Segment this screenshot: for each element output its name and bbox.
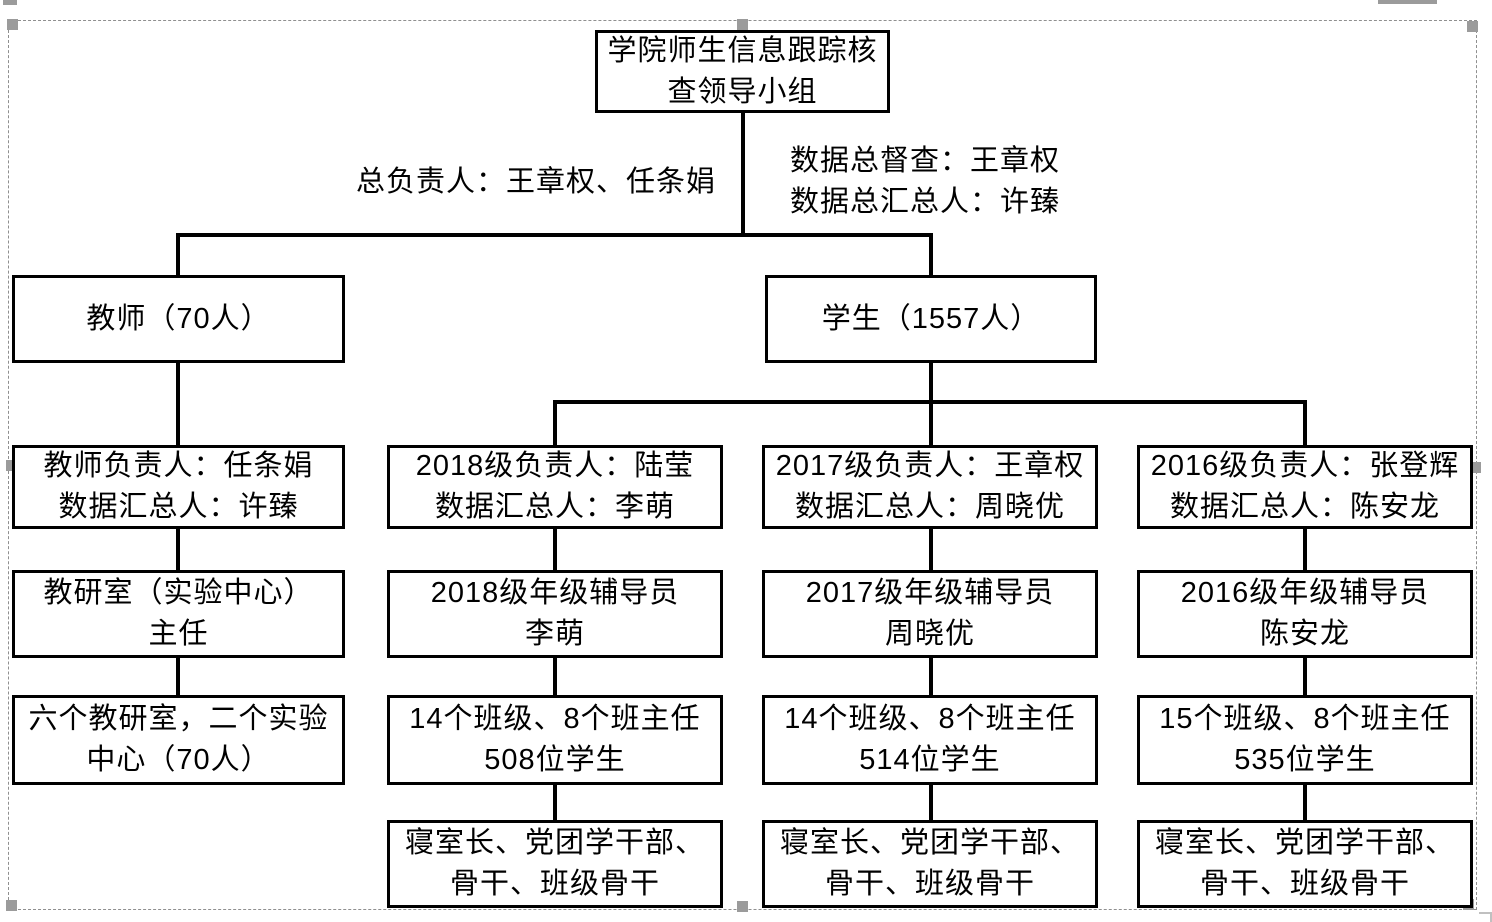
grade-2017-counselor-line1: 2017级年级辅导员 [805,577,1055,609]
grade-2017-cadres-box[interactable]: 寝室长、党团学干部、 骨干、班级骨干 [762,820,1098,908]
connector-2016-1 [1303,528,1307,571]
teacher-lead-line1: 教师负责人：任条娟 [43,450,314,482]
top-edge-artifact-left [3,0,17,5]
connector-teacher-1 [176,362,180,446]
teacher-office-line2: 主任 [148,618,209,650]
teacher-lead-line2: 数据汇总人：许臻 [58,491,299,523]
grade-2017-counselor-box[interactable]: 2017级年级辅导员 周晓优 [762,570,1098,658]
connector-root-down [741,112,745,236]
connector-2018-drop [553,400,557,446]
connector-2018-1 [553,528,557,571]
grade-2017-counselor-line2: 周晓优 [884,618,975,650]
connector-2017-2 [929,658,933,696]
connector-2018-3 [553,785,557,821]
resize-handle-middle-left[interactable] [6,460,17,471]
grade-2018-classes-line2: 508位学生 [484,744,626,776]
grade-2018-cadres-line1: 寝室长、党团学干部、 [404,827,705,859]
grade-2017-cadres-line1: 寝室长、党团学干部、 [779,827,1080,859]
grade-2016-counselor-line1: 2016级年级辅导员 [1180,577,1430,609]
connector-2017-1 [929,528,933,571]
root-box-line2: 查领导小组 [667,75,818,108]
annotation-data-supervisor-line2: 数据总汇总人：许臻 [790,186,1061,218]
connector-2017-drop [929,400,933,446]
connector-teacher-3 [176,658,180,696]
teacher-detail-line1: 六个教研室，二个实验 [28,703,329,735]
grade-2018-counselor-box[interactable]: 2018级年级辅导员 李萌 [387,570,723,658]
resize-handle-top-left[interactable] [7,19,18,30]
grade-2016-cadres-box[interactable]: 寝室长、党团学干部、 骨干、班级骨干 [1137,820,1473,908]
page-corner-mark [1479,912,1492,922]
grade-2016-counselor-line2: 陈安龙 [1259,618,1350,650]
annotation-data-supervisor[interactable]: 数据总督查：王章权 数据总汇总人：许臻 [790,141,1060,223]
teacher-header-box[interactable]: 教师（70人） [12,275,345,363]
grade-2016-counselor-box[interactable]: 2016级年级辅导员 陈安龙 [1137,570,1473,658]
grade-2017-lead-line2: 数据汇总人：周晓优 [794,491,1065,523]
connector-teacher-2 [176,528,180,571]
grade-2017-classes-line2: 514位学生 [859,744,1001,776]
grade-2017-classes-box[interactable]: 14个班级、8个班主任 514位学生 [762,695,1098,785]
grade-2016-cadres-line1: 寝室长、党团学干部、 [1154,827,1455,859]
grade-2016-lead-box[interactable]: 2016级负责人：张登辉 数据汇总人：陈安龙 [1137,445,1473,529]
resize-handle-bottom-left[interactable] [6,900,17,911]
grade-2017-cadres-line2: 骨干、班级骨干 [824,868,1035,900]
resize-handle-bottom-center[interactable] [737,901,748,912]
student-header-label: 学生（1557人） [821,302,1041,335]
root-box-line1: 学院师生信息跟踪核 [607,34,878,67]
annotation-general-lead[interactable]: 总负责人：王章权、任条娟 [356,162,716,203]
connector-2018-2 [553,658,557,696]
teacher-office-line1: 教研室（实验中心） [43,577,314,609]
grade-2016-lead-line1: 2016级负责人：张登辉 [1150,450,1460,482]
grade-2018-cadres-line2: 骨干、班级骨干 [449,868,660,900]
grade-2018-lead-line1: 2018级负责人：陆莹 [415,450,695,482]
root-box[interactable]: 学院师生信息跟踪核 查领导小组 [595,30,890,113]
grade-2018-classes-line1: 14个班级、8个班主任 [409,703,701,735]
connector-2016-drop [1303,400,1307,446]
resize-handle-top-right[interactable] [1467,21,1478,32]
grade-2018-counselor-line2: 李萌 [524,618,585,650]
annotation-data-supervisor-line1: 数据总督查：王章权 [790,145,1061,177]
teacher-office-box[interactable]: 教研室（实验中心） 主任 [12,570,345,658]
connector-2017-3 [929,785,933,821]
grade-2017-lead-box[interactable]: 2017级负责人：王章权 数据汇总人：周晓优 [762,445,1098,529]
grade-2016-classes-box[interactable]: 15个班级、8个班主任 535位学生 [1137,695,1473,785]
connector-2016-3 [1303,785,1307,821]
teacher-header-label: 教师（70人） [86,302,271,335]
annotation-general-lead-text: 总负责人：王章权、任条娟 [356,166,717,198]
grade-2018-classes-box[interactable]: 14个班级、8个班主任 508位学生 [387,695,723,785]
connector-student-drop [929,233,933,276]
teacher-lead-box[interactable]: 教师负责人：任条娟 数据汇总人：许臻 [12,445,345,529]
grade-2016-lead-line2: 数据汇总人：陈安龙 [1169,491,1440,523]
connector-student-down [929,362,933,404]
grade-2017-classes-line1: 14个班级、8个班主任 [784,703,1076,735]
teacher-detail-box[interactable]: 六个教研室，二个实验 中心（70人） [12,695,345,785]
student-header-box[interactable]: 学生（1557人） [765,275,1097,363]
grade-2016-cadres-line2: 骨干、班级骨干 [1199,868,1410,900]
resize-handle-top-center[interactable] [737,19,748,30]
top-edge-artifact-right [1378,0,1437,4]
resize-handle-middle-right[interactable] [1470,462,1481,473]
connector-teacher-drop [176,233,180,276]
grade-2018-cadres-box[interactable]: 寝室长、党团学干部、 骨干、班级骨干 [387,820,723,908]
grade-2016-classes-line2: 535位学生 [1234,744,1376,776]
connector-2016-2 [1303,658,1307,696]
grade-2018-lead-box[interactable]: 2018级负责人：陆莹 数据汇总人：李萌 [387,445,723,529]
teacher-detail-line2: 中心（70人） [86,744,271,776]
grade-2018-lead-line2: 数据汇总人：李萌 [434,491,675,523]
grade-2018-counselor-line1: 2018级年级辅导员 [430,577,680,609]
grade-2016-classes-line1: 15个班级、8个班主任 [1159,703,1451,735]
connector-branch1-horizontal [176,233,932,237]
grade-2017-lead-line1: 2017级负责人：王章权 [775,450,1085,482]
